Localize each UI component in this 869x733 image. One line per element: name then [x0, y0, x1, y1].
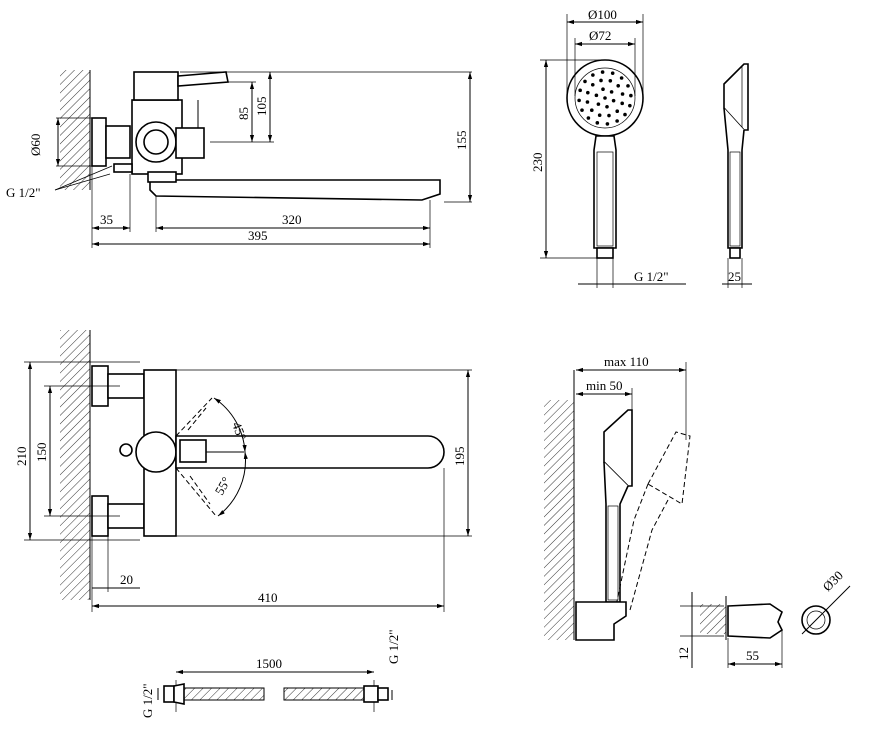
nozzle-hole [623, 112, 627, 117]
nozzle-hole [610, 71, 615, 75]
dim-len1500: 1500 [256, 656, 282, 671]
bracket-detail: 12 55 Ø30 [676, 568, 851, 668]
dim-w395: 395 [248, 228, 268, 243]
nozzle-hole [578, 88, 582, 93]
dim-w25: 25 [728, 269, 741, 284]
nozzle-hole [577, 98, 581, 103]
nozzle-hole [620, 101, 624, 106]
nozzle-hole [607, 113, 611, 118]
nozzle-holes [577, 70, 633, 126]
bracket-side [727, 603, 784, 639]
nozzle-hole [605, 122, 610, 126]
lever-cap [133, 71, 179, 101]
shower-tilted [647, 431, 691, 505]
nozzle-hole [583, 79, 587, 84]
hose-left [183, 687, 265, 701]
hose-right [283, 687, 365, 701]
nozzle-hole [619, 76, 624, 80]
nozzle-hole [600, 70, 605, 74]
wall-flange [91, 117, 107, 167]
mixer-cartridge [135, 431, 177, 473]
nozzle-hole [609, 90, 614, 94]
nozzle-hole [586, 116, 591, 120]
dim-g12-head: G 1/2" [634, 269, 669, 284]
nozzle-hole [586, 90, 590, 95]
dim-h195: 195 [452, 447, 467, 467]
dim-h155: 155 [454, 131, 469, 151]
nozzle-hole [608, 79, 613, 83]
nozzle-hole [626, 84, 630, 88]
dim-g12-hose-left: G 1/2" [140, 683, 155, 718]
nozzle-hole [580, 108, 584, 112]
nozzle-hole [591, 73, 595, 77]
nozzle-hole [629, 93, 633, 98]
nozzle-hole [615, 109, 620, 114]
hose-view: 1500 G 1/2" G 1/2" [140, 629, 401, 718]
wall-bracket [575, 601, 627, 641]
dim-w20: 20 [120, 572, 133, 587]
holder-view: max 110 min 50 [544, 354, 691, 641]
nozzle-hole [620, 92, 625, 96]
dim-h150: 150 [34, 443, 49, 463]
nozzle-hole [595, 121, 600, 125]
dim-h210: 210 [14, 447, 29, 467]
dim-w55: 55 [746, 648, 759, 663]
top-view: 45° 55° 210 150 195 20 410 [14, 330, 472, 612]
nozzle-hole [599, 78, 603, 83]
nozzle-hole [605, 104, 609, 109]
nozzle-hole [628, 103, 632, 108]
nozzle-hole [594, 93, 599, 98]
nozzle-hole [589, 108, 594, 113]
dim-h85: 85 [236, 107, 251, 120]
nozzle-hole [615, 119, 619, 123]
side-view: Ø60 G 1/2" 85 105 155 35 320 395 [6, 70, 473, 248]
dim-a55: 55° [212, 474, 234, 497]
dim-h230: 230 [530, 153, 545, 173]
nozzle-hole [590, 82, 595, 87]
shower-handle [593, 135, 617, 249]
dim-h105: 105 [254, 97, 269, 117]
dim-d60: Ø60 [28, 134, 43, 156]
dim-w410: 410 [258, 590, 278, 605]
shower-head-view: Ø100 Ø72 230 G 1/2" 25 [530, 7, 752, 288]
nozzle-hole [603, 96, 607, 100]
spout [149, 179, 441, 201]
wall-hatch [60, 70, 90, 190]
dim-max110: max 110 [604, 354, 649, 369]
nozzle-hole [597, 113, 602, 117]
nozzle-hole [616, 83, 621, 88]
nozzle-hole [601, 87, 605, 92]
nozzle-hole [611, 98, 616, 103]
dim-w35: 35 [100, 212, 113, 227]
dim-d72: Ø72 [589, 28, 611, 43]
dim-d100: Ø100 [588, 7, 617, 22]
dim-d30: Ø30 [820, 568, 846, 594]
dim-g12-side: G 1/2" [6, 185, 41, 200]
nozzle-hole [596, 102, 601, 106]
dim-a45: 45° [229, 420, 249, 442]
nozzle-hole [585, 100, 590, 104]
dim-g12-hose-right: G 1/2" [386, 629, 401, 664]
dim-w320: 320 [282, 212, 302, 227]
dim-min50: min 50 [586, 378, 622, 393]
dim-h12: 12 [676, 647, 691, 660]
